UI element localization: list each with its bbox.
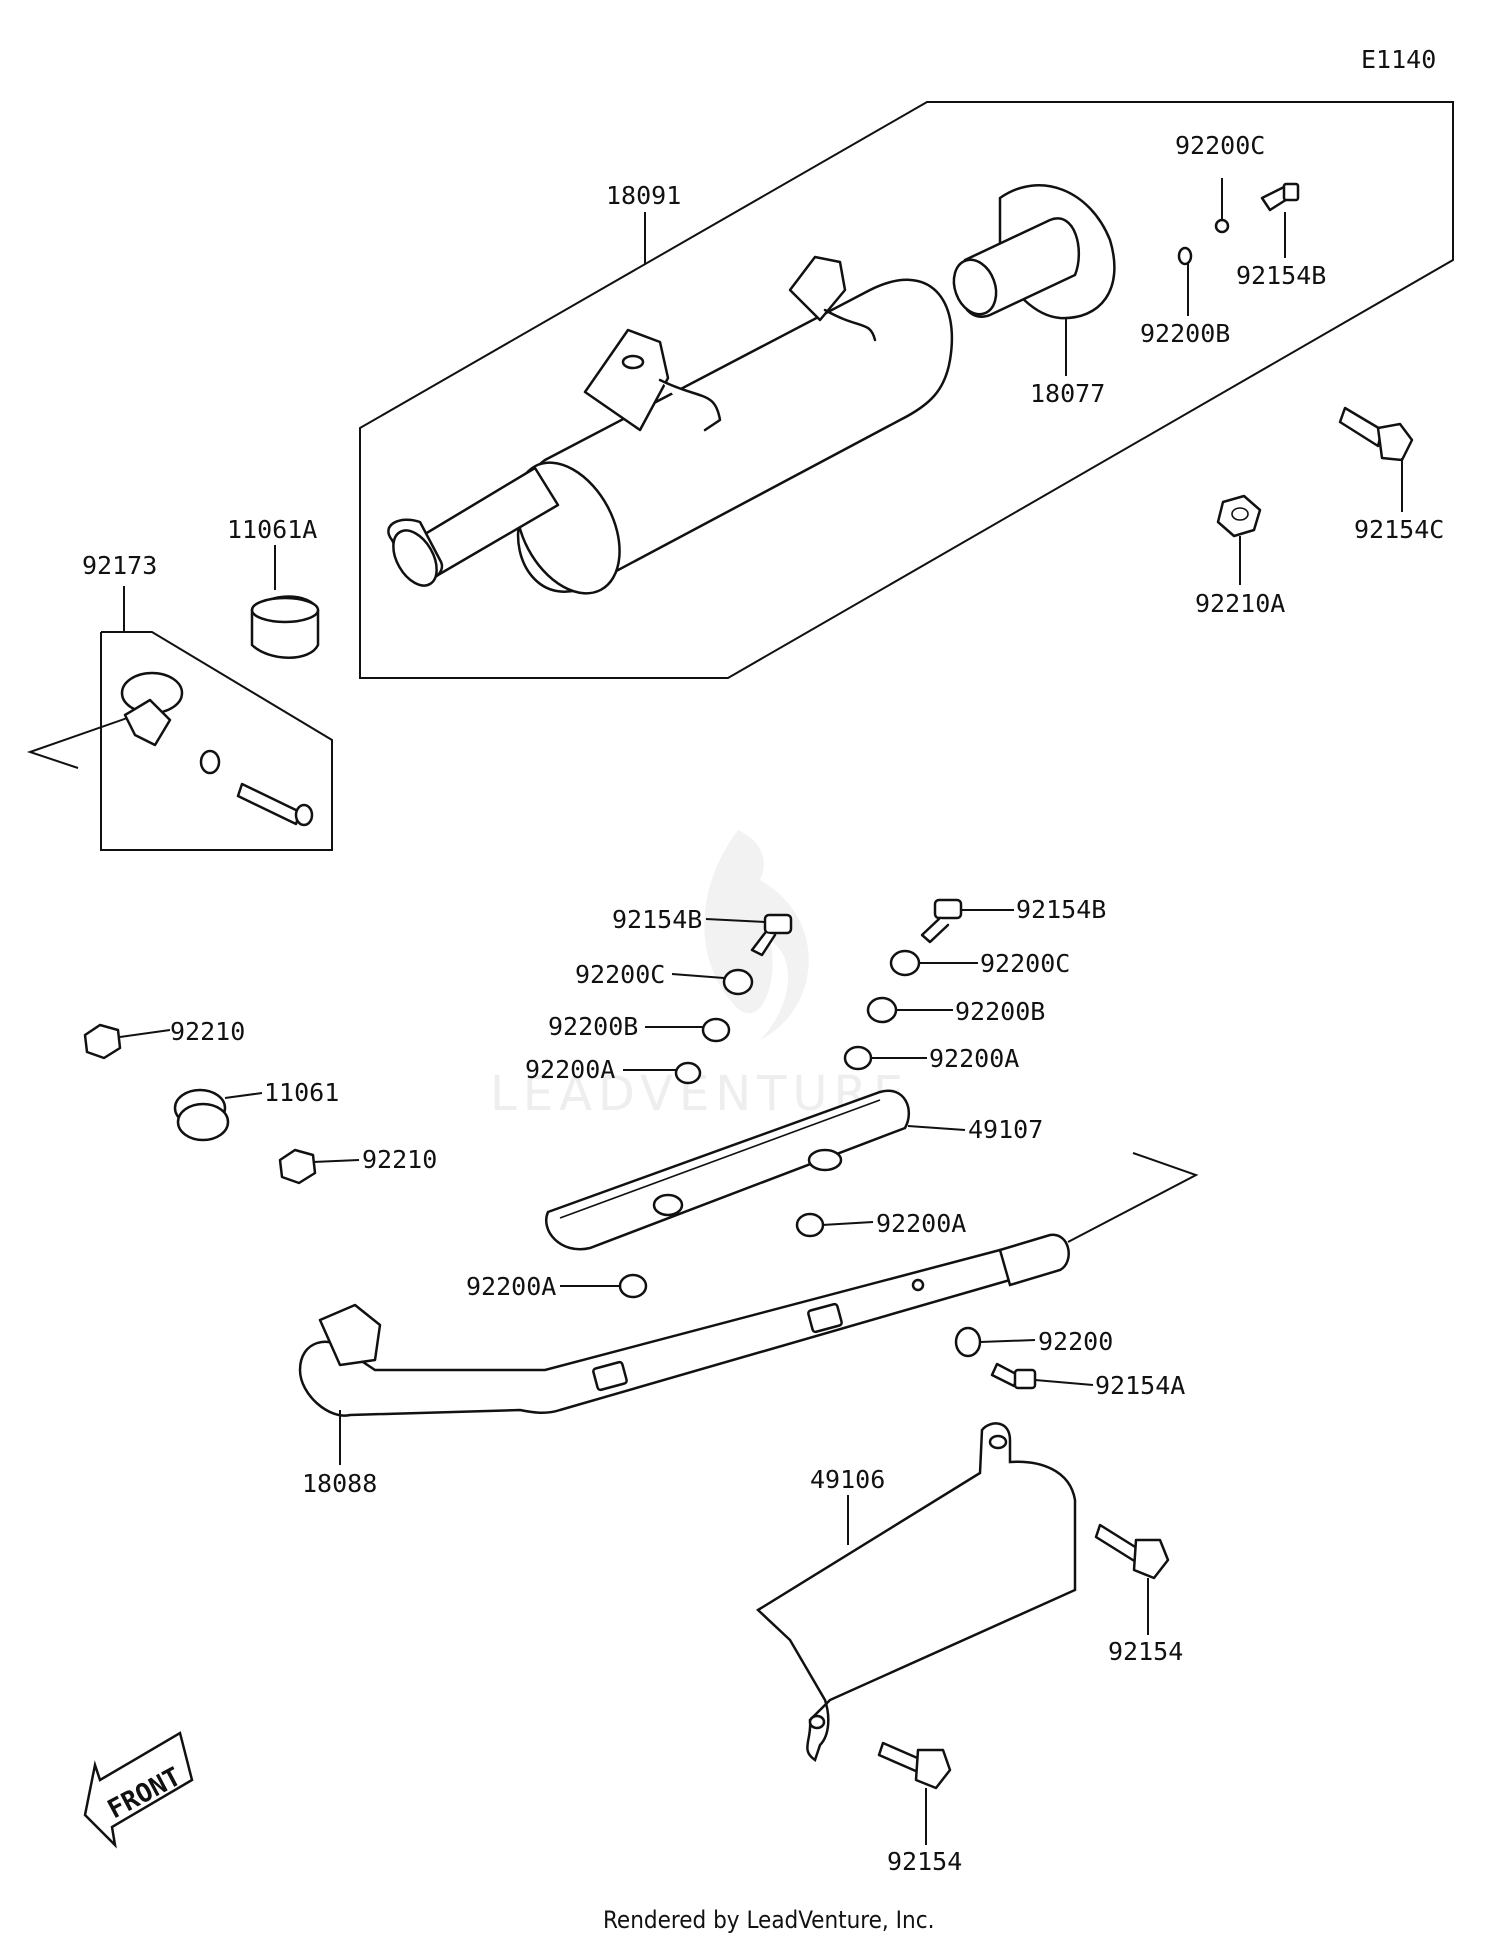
muffler-assembly-frame [359,101,1454,679]
washer-92200b-top [1177,246,1193,266]
washer-92200a-low [618,1273,648,1299]
label-92200c-mid-right: 92200C [980,949,1070,978]
front-arrow-icon: FRONT [83,1731,194,1849]
label-92200c-mid-left: 92200C [575,960,665,989]
bolt-92154-right [1094,1523,1170,1580]
washer-92200 [954,1326,982,1358]
label-92200b-mid-right: 92200B [955,997,1045,1026]
muffler-18091 [387,255,954,595]
bolt-92154-bottom [877,1741,952,1790]
label-92200a-low: 92200A [466,1272,556,1301]
label-92154b-mid-left: 92154B [612,905,702,934]
label-92200: 92200 [1038,1327,1113,1356]
exhaust-pipe-18088 [298,1233,1070,1417]
bolt-92154c [1338,406,1414,462]
diagram-id: E1140 [1361,45,1436,74]
label-92200a-mid-left: 92200A [525,1055,615,1084]
label-92154-bottom: 92154 [887,1847,962,1876]
label-18088: 18088 [302,1469,377,1498]
label-49107: 49107 [968,1115,1043,1144]
washer-92200b-mid-right [866,996,898,1024]
nut-92210a [1216,494,1262,538]
washer-92200b-mid-left [701,1017,731,1043]
washer-92200a-mid-right [843,1045,873,1071]
bolt-92154b-mid-right [920,898,963,944]
label-92210-lower: 92210 [362,1145,437,1174]
label-92210a: 92210A [1195,589,1285,618]
heat-shield-49107 [545,1089,911,1251]
leader-lines-upper [123,178,1403,632]
label-92154a: 92154A [1095,1371,1185,1400]
label-92200a-shield: 92200A [876,1209,966,1238]
washer-92200c-top [1214,218,1230,234]
label-92200a-mid-right: 92200A [929,1044,1019,1073]
muffler-tip-18077 [952,184,1116,320]
nut-92210-upper [83,1023,122,1060]
footer-credit: Rendered by LeadVenture, Inc. [603,1906,934,1934]
label-92200b-mid-left: 92200B [548,1012,638,1041]
washer-92200c-mid-left [722,968,754,996]
washer-92200a-mid-left [674,1061,702,1085]
clamp-92173 [120,671,314,827]
clamp-pointer [26,715,134,769]
label-18077: 18077 [1030,379,1105,408]
label-92200b-top: 92200B [1140,319,1230,348]
pipe-pointer [1067,1152,1199,1243]
label-18091: 18091 [606,181,681,210]
heat-shield-49106 [755,1422,1077,1762]
bolt-92154b-top [1260,182,1300,212]
washer-92200a-shield [795,1212,825,1238]
label-92154b-mid-right: 92154B [1016,895,1106,924]
gasket-11061a [250,595,320,659]
bolt-92154b-mid-left [750,913,793,957]
bolt-92154a [990,1362,1037,1390]
label-11061: 11061 [264,1078,339,1107]
label-92173: 92173 [82,551,157,580]
gasket-11061 [173,1088,230,1142]
washer-92200c-mid-right [889,949,921,977]
label-92154c: 92154C [1354,515,1444,544]
leader-lines-lower [119,909,1149,1845]
label-92154b-top: 92154B [1236,261,1326,290]
label-92200c-top: 92200C [1175,131,1265,160]
label-92210-upper: 92210 [170,1017,245,1046]
clamp-assembly-frame [100,631,333,851]
nut-92210-lower [278,1148,317,1185]
label-92154-right: 92154 [1108,1637,1183,1666]
label-11061a: 11061A [227,515,317,544]
label-49106: 49106 [810,1465,885,1494]
